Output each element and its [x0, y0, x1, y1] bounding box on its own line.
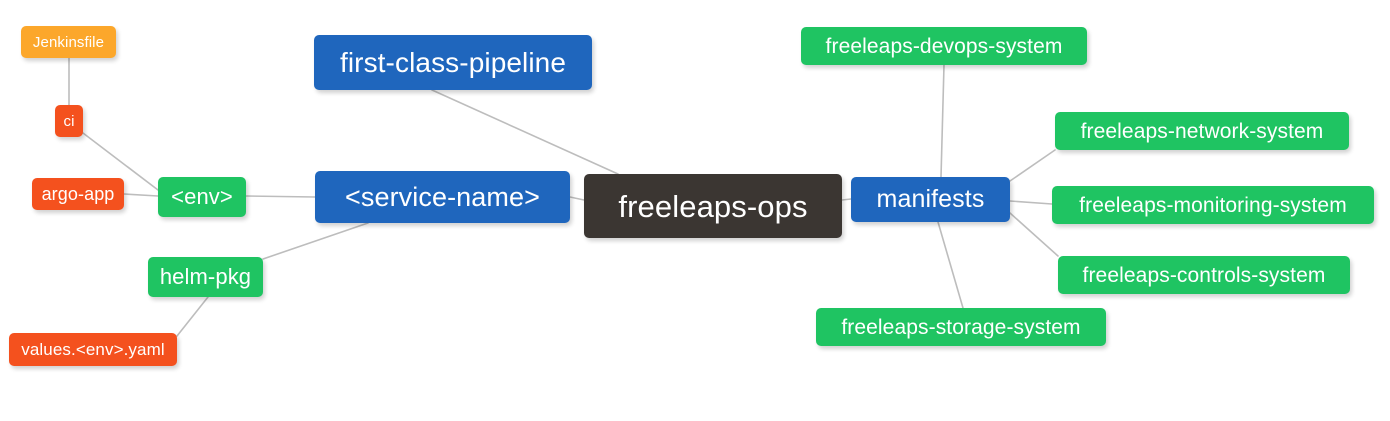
- edge-values-yaml-to-helm-pkg: [176, 296, 209, 337]
- node-values-yaml[interactable]: values.<env>.yaml: [9, 333, 177, 366]
- node-argo-app[interactable]: argo-app: [32, 178, 124, 210]
- node-freeleaps-network-system[interactable]: freeleaps-network-system: [1055, 112, 1349, 150]
- node-freeleaps-ops[interactable]: freeleaps-ops: [584, 174, 842, 238]
- edge-manifests-to-freeleaps-monitoring-system: [1009, 200, 1053, 205]
- edge-manifests-to-freeleaps-controls-system: [1009, 212, 1059, 257]
- node-freeleaps-storage-system[interactable]: freeleaps-storage-system: [816, 308, 1106, 346]
- edge-first-class-pipeline-to-freeleaps-ops: [431, 89, 619, 175]
- node-freeleaps-monitoring-system[interactable]: freeleaps-monitoring-system: [1052, 186, 1374, 224]
- node-freeleaps-devops-system[interactable]: freeleaps-devops-system: [801, 27, 1087, 65]
- node-service-name[interactable]: <service-name>: [315, 171, 570, 223]
- edge-manifests-to-freeleaps-network-system: [1009, 149, 1056, 182]
- node-ci[interactable]: ci: [55, 105, 83, 137]
- node-jenkinsfile[interactable]: Jenkinsfile: [21, 26, 116, 58]
- edge-env-to-service-name: [245, 195, 316, 198]
- edge-service-name-to-freeleaps-ops: [569, 196, 585, 201]
- node-freeleaps-controls-system[interactable]: freeleaps-controls-system: [1058, 256, 1350, 294]
- node-first-class-pipeline[interactable]: first-class-pipeline: [314, 35, 592, 90]
- edge-helm-pkg-to-service-name: [262, 222, 369, 260]
- edge-manifests-to-freeleaps-devops-system: [940, 64, 945, 178]
- edge-argo-app-to-env: [123, 193, 159, 197]
- node-manifests[interactable]: manifests: [851, 177, 1010, 222]
- node-env[interactable]: <env>: [158, 177, 246, 217]
- edge-freeleaps-ops-to-manifests: [841, 198, 852, 201]
- edge-manifests-to-freeleaps-storage-system: [937, 221, 964, 309]
- node-helm-pkg[interactable]: helm-pkg: [148, 257, 263, 297]
